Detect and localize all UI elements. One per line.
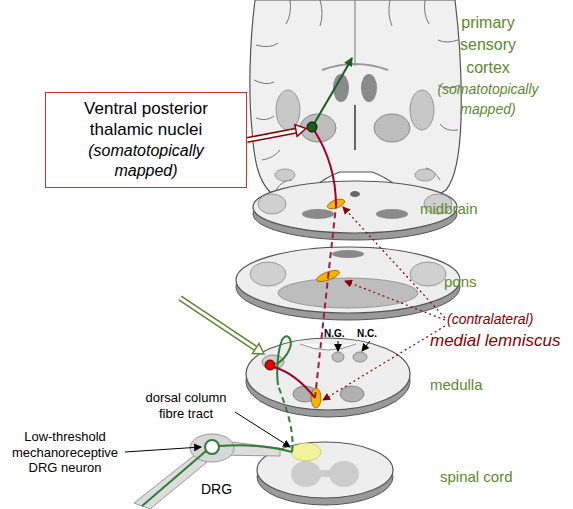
brain-section <box>250 0 461 197</box>
dorsal-column-area <box>291 443 321 461</box>
leader-line <box>362 341 370 351</box>
nucleus-gracilis <box>332 352 344 362</box>
annotation-label: (somatotopically mapped) <box>428 80 548 119</box>
region-label: primary sensory cortex <box>440 12 536 79</box>
pons-section <box>236 247 460 313</box>
callout-label: dorsal column fibre tract <box>138 390 234 421</box>
thalamic-neuron <box>307 122 317 132</box>
pontine-base <box>278 278 418 308</box>
cerebellar-peduncle <box>410 262 446 286</box>
axon-terminal <box>276 336 291 385</box>
lemniscal-axon <box>314 130 336 206</box>
putamen <box>276 90 300 130</box>
fourth-ventricle <box>332 250 364 258</box>
decussating-axon <box>274 367 315 398</box>
hippocampus <box>415 169 435 181</box>
nucleus-neuron <box>265 360 275 370</box>
nucleus-label: N.G. <box>324 328 345 340</box>
pointer-arrow <box>247 131 297 141</box>
region-label: spinal cord <box>440 468 513 486</box>
fourth-ventricle <box>300 344 356 350</box>
annotation-label: (contralateral) <box>447 311 533 328</box>
nucleus-cuneatus <box>353 352 367 362</box>
callout-box: Ventral posterior thalamic nuclei(somato… <box>45 92 247 188</box>
aqueduct <box>350 191 360 197</box>
lemniscal-axon <box>315 206 336 398</box>
leader-line <box>125 447 201 452</box>
leader-line <box>343 207 445 318</box>
callout-label: Low-threshold mechanoreceptive DRG neuro… <box>5 429 125 476</box>
pointer-arrow <box>252 344 264 355</box>
substantia-nigra <box>376 209 408 219</box>
pointer-arrow <box>247 131 297 141</box>
hippocampus <box>275 169 295 181</box>
putamen <box>410 90 434 130</box>
leader-line <box>338 341 339 351</box>
nucleus-label: N.C. <box>357 328 377 340</box>
pointer-arrow <box>180 298 255 348</box>
region-label: medulla <box>430 376 483 394</box>
leader-line <box>345 281 445 320</box>
central-axon <box>219 445 292 452</box>
box-note: (somatotopically mapped) <box>68 141 224 183</box>
structure-label: DRG <box>201 481 232 498</box>
sulcus-lines <box>254 0 460 190</box>
lateral-ventricle <box>361 74 377 102</box>
tract-label: medial lemniscus <box>430 331 560 351</box>
region-label: midbrain <box>420 200 478 218</box>
midbrain-nucleus <box>258 194 286 214</box>
grey-matter <box>306 470 344 477</box>
pointer-arrow <box>180 298 255 348</box>
cerebellar-peduncle <box>250 262 286 286</box>
leader-line <box>323 326 445 400</box>
thalamus <box>374 114 410 142</box>
third-ventricle <box>354 105 356 150</box>
substantia-nigra <box>302 209 334 219</box>
medulla-section <box>246 338 410 410</box>
region-label: pons <box>444 273 477 291</box>
ascending-axon <box>278 385 293 452</box>
peripheral-axon <box>142 451 206 506</box>
drg-cell-body <box>205 440 219 454</box>
olive <box>340 386 364 402</box>
corpus-callosum <box>322 64 388 70</box>
box-heading: Ventral posterior thalamic nuclei <box>68 98 224 141</box>
pointer-arrow <box>295 125 306 137</box>
thalamocortical-axon <box>312 58 352 127</box>
leader-line <box>235 412 290 447</box>
